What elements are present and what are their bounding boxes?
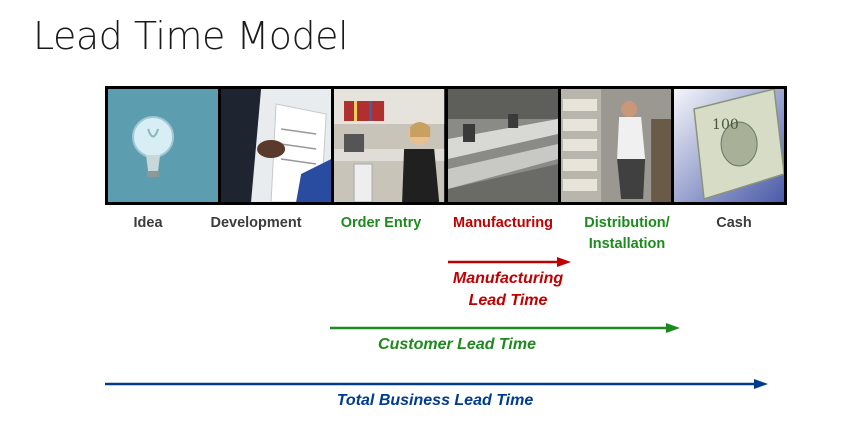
stage-label-order-entry: Order Entry [340,215,422,231]
manufacturing-lead-time-label: Manufacturing Lead Time [453,268,563,312]
stage-label-distribution-line2: Installation [588,236,666,252]
manufacturing-lead-time-arrow [448,257,571,267]
cash-image: 100 [673,89,785,202]
total-business-lead-time-arrow [105,379,768,389]
stage-label-manufacturing: Manufacturing [453,215,553,231]
idea-image [108,89,219,202]
total-business-lead-time-label: Total Business Lead Time [336,392,534,409]
manufacturing-lead-time-line2: Lead Time [468,292,548,309]
customer-lead-time-label: Customer Lead Time [378,336,536,353]
stage-label-idea: Idea [133,215,163,231]
stage-label-distribution-line1: Distribution/ [584,215,670,231]
stage-label-distribution: Distribution/ Installation [584,213,669,255]
development-image [221,89,332,202]
stage-label-development: Development [210,215,302,231]
stage-label-cash: Cash [716,215,752,231]
customer-lead-time-arrow [330,323,680,333]
distribution-image [560,89,671,202]
manufacturing-lead-time-line1: Manufacturing [452,270,564,287]
svg-text:100: 100 [712,117,739,133]
stage-image-strip: 100 [105,86,787,205]
order-entry-image [334,89,445,202]
manufacturing-image [447,89,558,202]
page-title: Lead Time Model [33,14,349,58]
